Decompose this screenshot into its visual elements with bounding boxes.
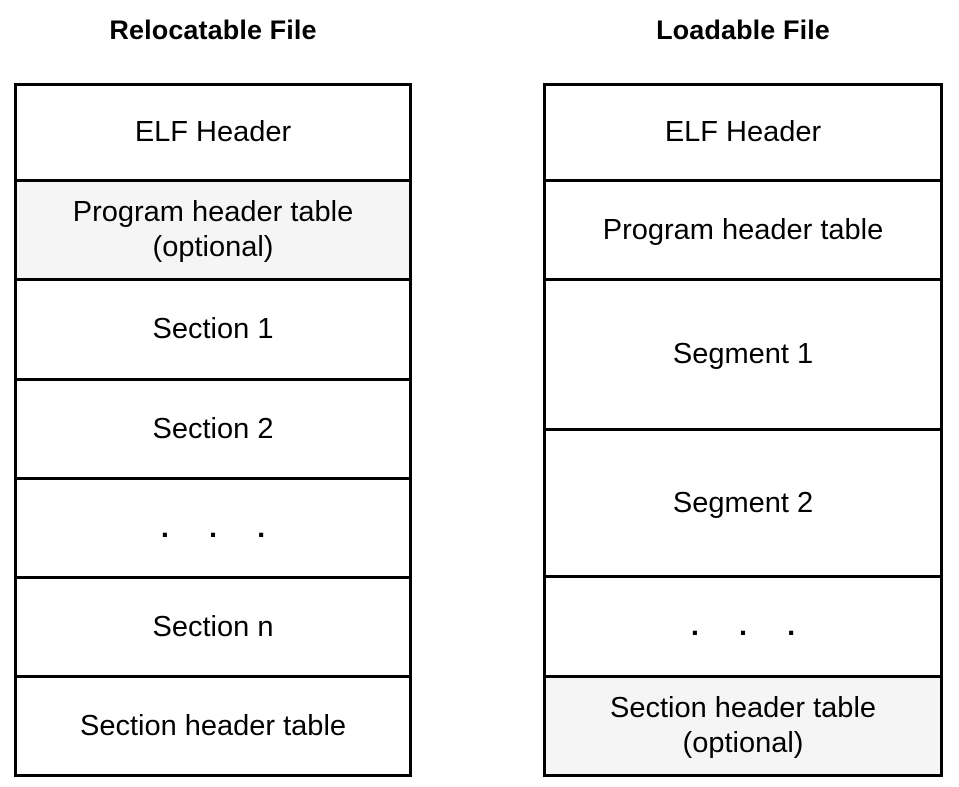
file-region-row: Section 2	[17, 381, 409, 480]
file-region-row: . . .	[546, 578, 940, 678]
file-region-label: Section header table(optional)	[550, 691, 936, 761]
file-region-label: ELF Header	[664, 116, 822, 148]
file-region-row: Section header table(optional)	[546, 678, 940, 774]
file-region-label: Section 1	[152, 313, 274, 345]
file-region-label: Segment 2	[672, 486, 814, 519]
file-region-label: Section n	[152, 610, 274, 643]
file-region-label: ELF Header	[134, 116, 292, 148]
file-region-label: Segment 1	[672, 338, 814, 370]
file-region-row: Section n	[17, 579, 409, 678]
file-region-row: Segment 1	[546, 281, 940, 431]
file-region-sublabel: (optional)	[152, 231, 274, 263]
relocatable-file-title: Relocatable File	[109, 15, 317, 45]
loadable-file-title: Loadable File	[656, 15, 830, 45]
file-region-row: Program header table	[546, 182, 940, 281]
file-region-row: ELF Header	[17, 86, 409, 182]
file-region-sublabel: (optional)	[682, 727, 804, 759]
file-region-label: Program header table	[602, 213, 884, 246]
file-region-row: Section header table	[17, 678, 409, 774]
file-region-label: Section header table	[79, 709, 347, 742]
file-region-label: . . .	[160, 511, 282, 544]
file-region-row: Segment 2	[546, 431, 940, 578]
file-region-row: ELF Header	[546, 86, 940, 182]
file-region-label: . . .	[690, 610, 812, 642]
file-region-row: Program header table(optional)	[17, 182, 409, 281]
file-region-row: Section 1	[17, 281, 409, 381]
file-region-label: Section 2	[152, 412, 274, 445]
file-region-row: . . .	[17, 480, 409, 579]
file-region-label: Program header table(optional)	[21, 195, 405, 265]
